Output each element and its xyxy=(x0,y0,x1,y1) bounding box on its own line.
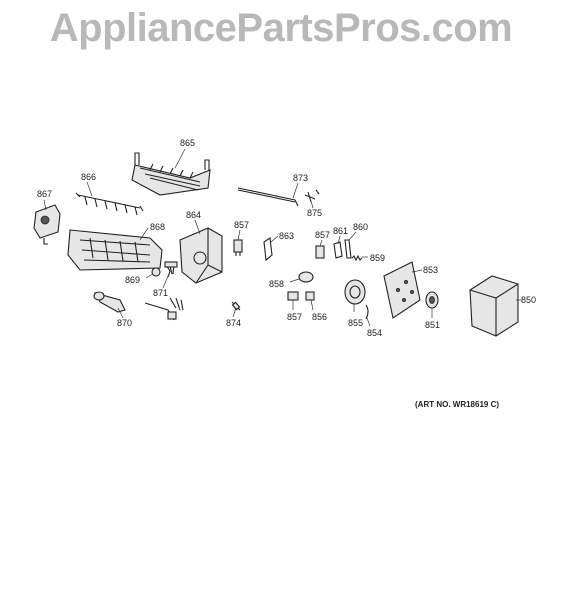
callout-857a: 857 xyxy=(234,220,249,230)
leader-869 xyxy=(145,273,154,279)
leader-856 xyxy=(310,299,314,311)
part-868-ice-mold xyxy=(67,229,163,271)
leader-866 xyxy=(86,181,93,197)
callout-855: 855 xyxy=(348,318,363,328)
callout-868: 868 xyxy=(150,222,165,232)
leader-871 xyxy=(162,275,169,289)
callout-873: 873 xyxy=(293,173,308,183)
part-854-gear xyxy=(365,304,369,320)
callout-856: 856 xyxy=(312,312,327,322)
leader-860 xyxy=(348,231,357,241)
part-875-clip xyxy=(304,189,320,203)
leader-874 xyxy=(232,307,237,318)
leader-858 xyxy=(289,278,300,283)
part-871-wire-harness xyxy=(164,261,178,278)
leader-864 xyxy=(194,219,201,235)
callout-857c: 857 xyxy=(287,312,302,322)
callout-866: 866 xyxy=(81,172,96,182)
leader-868 xyxy=(139,227,149,241)
part-857-switch-a xyxy=(233,239,243,256)
callout-869: 869 xyxy=(125,275,140,285)
callout-871: 871 xyxy=(153,288,168,298)
callout-863: 863 xyxy=(279,231,294,241)
callout-864: 864 xyxy=(186,210,201,220)
callout-861: 861 xyxy=(333,226,348,236)
part-874-pin xyxy=(231,301,241,311)
part-853-mounting-plate xyxy=(383,261,421,319)
callout-854: 854 xyxy=(367,328,382,338)
part-856-connector xyxy=(305,291,315,301)
watermark-logo: AppliancePartsPros.com xyxy=(49,6,513,50)
callout-860: 860 xyxy=(353,222,368,232)
leader-857b xyxy=(319,239,323,247)
part-851-knob xyxy=(425,291,439,309)
part-867-control-housing xyxy=(33,204,61,245)
callout-853: 853 xyxy=(423,265,438,275)
part-861-contact xyxy=(333,241,343,259)
callout-858: 858 xyxy=(269,279,284,289)
callout-867: 867 xyxy=(37,189,52,199)
callout-859: 859 xyxy=(370,253,385,263)
leader-863 xyxy=(270,235,279,243)
part-864-motor-housing xyxy=(179,227,223,284)
callout-851: 851 xyxy=(425,320,440,330)
part-857-switch-c xyxy=(287,291,299,301)
callout-874: 874 xyxy=(226,318,241,328)
part-855-motor xyxy=(344,279,366,305)
callout-850: 850 xyxy=(521,295,536,305)
leader-865 xyxy=(174,148,186,169)
leader-857a xyxy=(237,229,241,241)
part-860-lever xyxy=(344,239,352,259)
part-850-cover xyxy=(469,275,519,337)
leader-867 xyxy=(43,199,47,211)
callout-865: 865 xyxy=(180,138,195,148)
part-857-switch-b xyxy=(315,245,325,259)
callout-870: 870 xyxy=(117,318,132,328)
leader-853 xyxy=(411,269,423,273)
part-869-fitting xyxy=(151,267,161,277)
leader-861 xyxy=(337,235,341,245)
callout-875: 875 xyxy=(307,208,322,218)
part-859-spring xyxy=(351,254,363,262)
leader-873 xyxy=(292,182,299,199)
leader-870 xyxy=(117,307,124,319)
leader-854 xyxy=(366,317,371,327)
part-harness-assembly xyxy=(144,297,184,321)
part-858-thermostat xyxy=(298,271,314,283)
part-863-bracket xyxy=(263,237,273,262)
callout-857b: 857 xyxy=(315,230,330,240)
art-number-label: (ART NO. WR18619 C) xyxy=(415,400,500,409)
part-870-fill-tube xyxy=(93,291,126,313)
part-865-ice-rack xyxy=(131,152,211,196)
part-873-shutoff-arm xyxy=(237,187,299,207)
part-866-ejector-blade xyxy=(75,192,144,216)
leader-875 xyxy=(310,200,314,209)
